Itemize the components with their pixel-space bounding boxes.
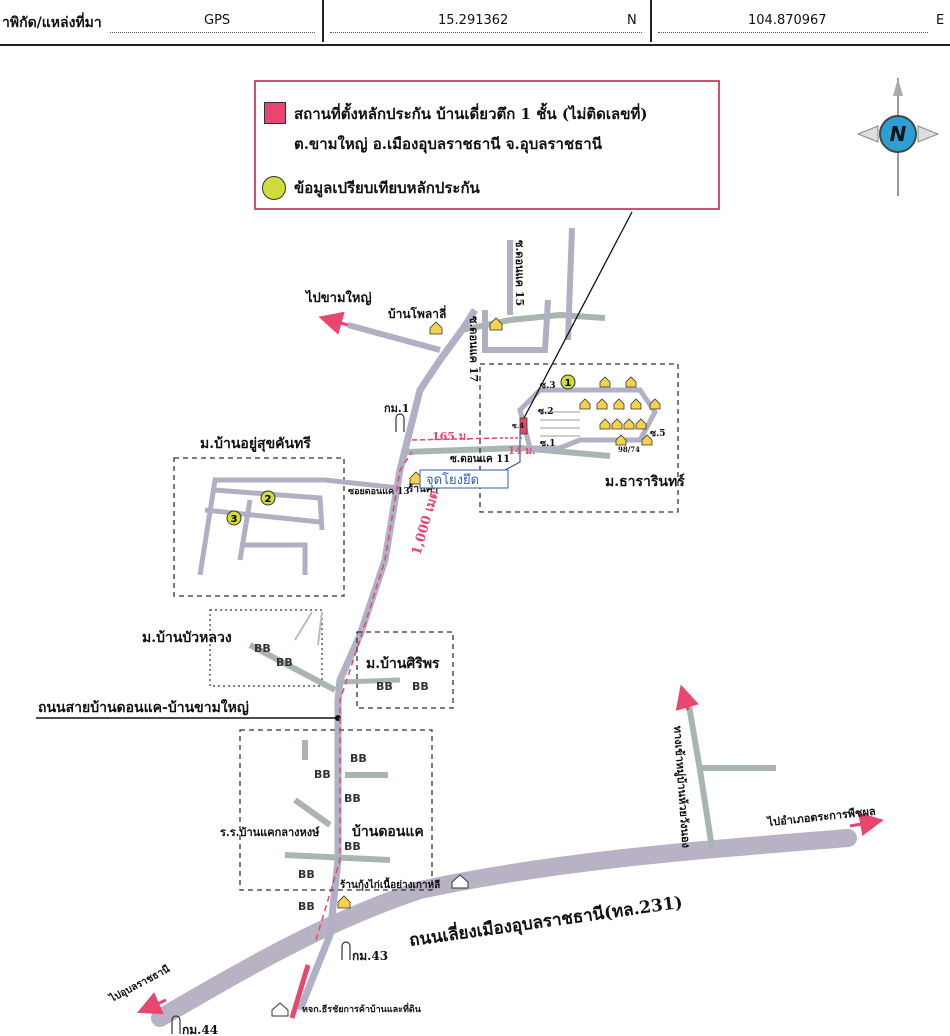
- svg-text:BB: BB: [412, 680, 429, 693]
- comparable-marker-2: 2: [260, 490, 276, 506]
- label-ban-donkae: บ้านดอนแค: [352, 824, 424, 840]
- coordinate-label: าพิกัด/แหล่งที่มา: [2, 15, 102, 31]
- svg-text:BB: BB: [298, 868, 315, 881]
- subject-legend-swatch: [264, 102, 286, 124]
- svg-text:3: 3: [231, 514, 238, 525]
- latitude-cell: 15.291362 N: [324, 0, 652, 42]
- label-road-donkae: ถนนสายบ้านดอนแค-บ้านขามใหญ่: [38, 698, 249, 716]
- house-block-glyphs: BB BB BB BB BB BB BB BB BB BB: [254, 642, 429, 913]
- label-s5: ซ.5: [650, 429, 666, 439]
- svg-text:BB: BB: [276, 656, 293, 669]
- label-dist-14: 14 ม.: [508, 446, 535, 457]
- longitude-value: 104.870967: [748, 13, 827, 28]
- label-soi-13: ซอยดอนแค 13: [348, 487, 410, 497]
- label-school: ร.ร.บ้านแคกลางหงษ์: [220, 826, 320, 839]
- landmark-icons: [271, 874, 469, 1017]
- source-value: GPS: [204, 13, 231, 28]
- label-s4: ซ.4: [512, 421, 524, 430]
- km-post-icons: [171, 413, 405, 1034]
- svg-text:N: N: [890, 122, 907, 146]
- label-village-yusuk: ม.บ้านอยู่สุขคันทรี: [200, 436, 311, 452]
- label-km44: กม.44: [182, 1023, 218, 1036]
- svg-text:1: 1: [565, 378, 572, 389]
- map-legend: สถานที่ตั้งหลักประกัน บ้านเดี่ยวตึก 1 ชั…: [254, 80, 720, 210]
- label-soi-15: ซ.ดอนแค 15: [513, 240, 526, 306]
- svg-text:BB: BB: [376, 680, 393, 693]
- svg-text:BB: BB: [298, 900, 315, 913]
- label-ban-pholali: บ้านโพลาลี่: [388, 305, 446, 321]
- label-village-buaruang: ม.บ้านบัวหลวง: [142, 630, 232, 646]
- label-bypass: ถนนเลี่ยงเมืองอุบลราชธานี(ทล.231): [407, 890, 683, 951]
- label-to-warin: ไปอุบลราชธานี: [106, 962, 172, 1005]
- source-cell: าพิกัด/แหล่งที่มา GPS: [0, 0, 324, 42]
- svg-text:BB: BB: [344, 840, 361, 853]
- road-segment: [565, 227, 575, 341]
- label-shop-chicken: ร้านกุ้งไก่เนื้อย่างเกาหลี: [340, 877, 440, 891]
- label-soi-11: ซ.ดอนแค 11: [450, 454, 510, 465]
- label-km43: กม.43: [352, 949, 388, 963]
- label-dist-165: 165 ม.: [432, 430, 470, 443]
- label-company: หจก.ธีรชัยการค้าบ้านและที่ดิน: [302, 1002, 422, 1015]
- svg-text:BB: BB: [350, 752, 367, 765]
- label-house-no: 98/74: [618, 445, 640, 454]
- label-km1: กม.1: [384, 402, 409, 415]
- svg-text:BB: BB: [254, 642, 271, 655]
- coordinate-header: าพิกัด/แหล่งที่มา GPS 15.291362 N 104.87…: [0, 0, 950, 46]
- label-s1: ซ.1: [540, 439, 556, 449]
- latitude-value: 15.291362: [438, 13, 509, 28]
- label-to-huai-wang: ทางเข้าหมู่บ้านห้วยวังนอง: [670, 725, 693, 848]
- svg-text:BB: BB: [344, 792, 361, 805]
- road-segment: [482, 299, 551, 353]
- legend-line-2: ต.ขามใหญ่ อ.เมืองอุบลราชธานี จ.อุบลราชธา…: [294, 135, 602, 153]
- compass-icon: N: [856, 78, 940, 196]
- subject-property-marker: [519, 417, 528, 435]
- label-village-siriporn: ม.บ้านศิริพร: [366, 656, 440, 672]
- label-join-point: จุดโยงยึด: [426, 472, 479, 488]
- longitude-dir: E: [936, 13, 945, 28]
- label-to-kham-yai: ไปขามใหญ่: [304, 289, 372, 306]
- comparable-marker-1: 1: [560, 374, 576, 390]
- svg-text:2: 2: [265, 494, 272, 505]
- bypass-road: [151, 829, 857, 1027]
- legend-line-1: สถานที่ตั้งหลักประกัน บ้านเดี่ยวตึก 1 ชั…: [294, 105, 648, 123]
- road-segment: [347, 322, 441, 353]
- comparable-marker-3: 3: [226, 510, 242, 526]
- house-icons: [337, 317, 661, 909]
- label-s3: ซ.3: [540, 381, 556, 391]
- svg-text:BB: BB: [314, 768, 331, 781]
- label-soi-17: ซ.ดอนแค 17: [467, 316, 480, 382]
- longitude-cell: 104.870967 E: [652, 0, 948, 42]
- comparable-legend-swatch: [262, 176, 286, 200]
- legend-line-3: ข้อมูลเปรียบเทียบหลักประกัน: [294, 179, 480, 197]
- label-village-thararin: ม.ธารารินทร์: [605, 473, 685, 490]
- label-s2: ซ.2: [538, 407, 554, 417]
- latitude-dir: N: [627, 13, 637, 28]
